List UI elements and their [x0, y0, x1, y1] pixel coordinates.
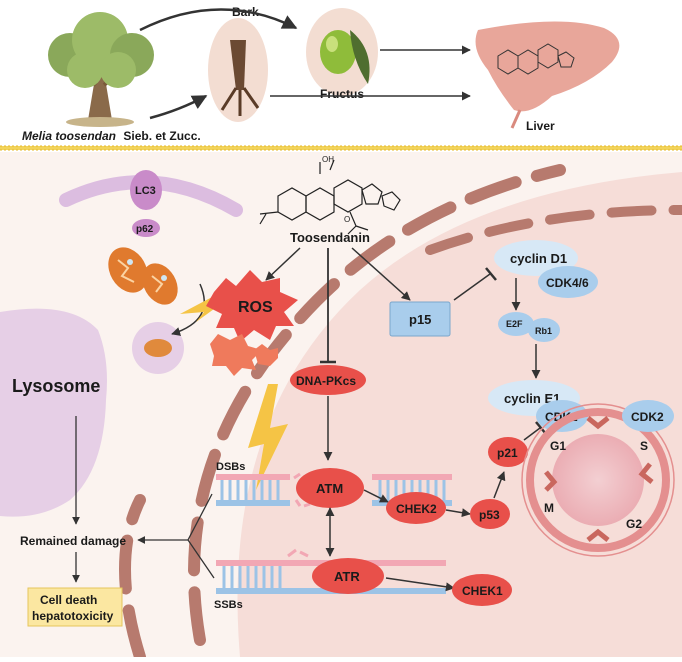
p21-label: p21	[497, 446, 518, 460]
phase-s-label: S	[640, 439, 648, 453]
lysosome-label: Lysosome	[12, 376, 100, 396]
engulfed-mitochondrion-icon	[144, 339, 172, 357]
chek1-label: CHEK1	[462, 584, 503, 598]
phase-m-label: M	[544, 501, 554, 515]
lc3-label: LC3	[135, 185, 156, 197]
fructus-label: Fructus	[320, 87, 364, 101]
atr-label: ATR	[334, 569, 360, 584]
atm-label: ATM	[316, 481, 343, 496]
panel-divider	[0, 146, 682, 150]
plant-name: Melia toosendan Sieb. et Zucc.	[22, 129, 201, 143]
phase-g1-label: G1	[550, 439, 566, 453]
e2f-label: E2F	[506, 319, 523, 329]
cell-death-label: Cell death	[40, 593, 97, 607]
cyclin-d1-label: cyclin D1	[510, 251, 567, 266]
compound-o-label: O	[344, 215, 350, 224]
p53-label: p53	[479, 508, 500, 522]
dna-pkcs-label: DNA-PKcs	[296, 374, 356, 388]
toosendanin-label: Toosendanin	[290, 230, 370, 245]
p15-label: p15	[409, 312, 431, 327]
dsbs-label: DSBs	[216, 461, 245, 473]
p62-label: p62	[136, 224, 154, 235]
ros-label: ROS	[238, 299, 273, 316]
phase-g2-label: G2	[626, 517, 642, 531]
cdk2-label-s: CDK2	[631, 410, 664, 424]
cdk46-label: CDK4/6	[546, 276, 589, 290]
compound-oh-label: OH	[322, 155, 334, 164]
rb1-label: Rb1	[535, 326, 552, 336]
hepatotoxicity-label: hepatotoxicity	[32, 609, 114, 623]
remained-damage-label: Remained damage	[20, 534, 126, 548]
chek2-label: CHEK2	[396, 502, 437, 516]
ssbs-label: SSBs	[214, 599, 243, 611]
liver-label: Liver	[526, 119, 555, 133]
